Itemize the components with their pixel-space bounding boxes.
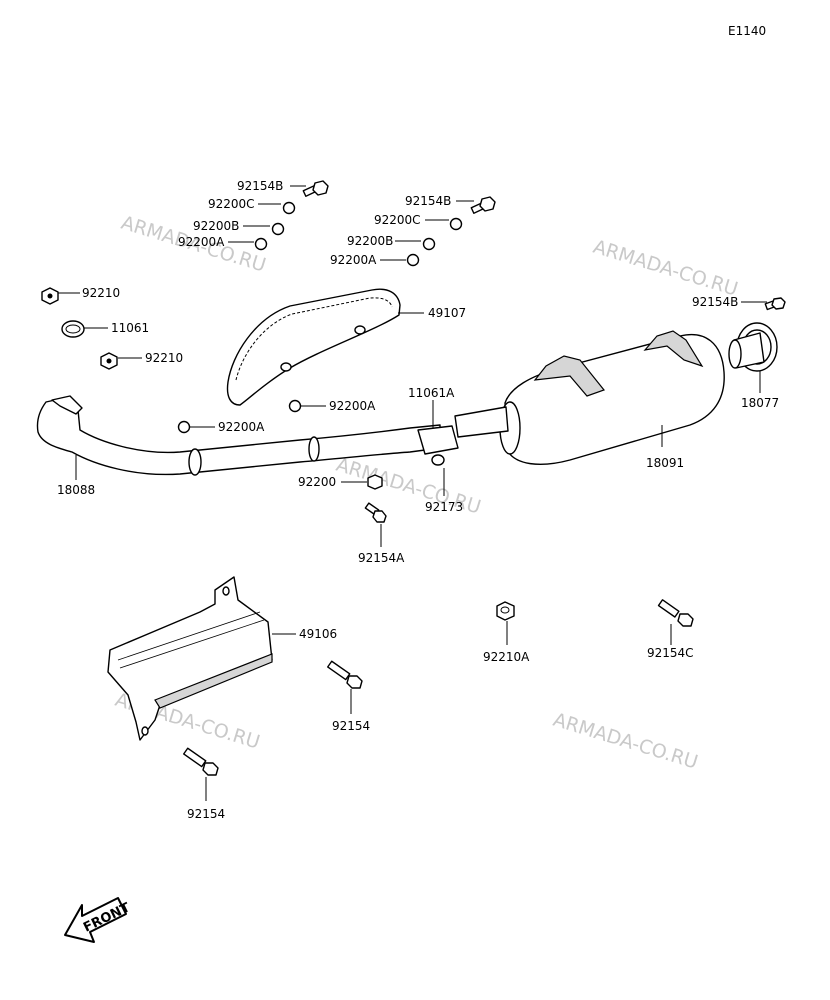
label-92200A-4: 92200A (218, 420, 265, 434)
label-92154C: 92154C (647, 646, 694, 660)
end-cap-18077[interactable] (728, 322, 778, 372)
washer-92200A-4[interactable] (177, 420, 191, 434)
label-92154B-1: 92154B (237, 179, 283, 193)
nut-92210A[interactable] (496, 601, 515, 621)
label-92154B-2: 92154B (405, 194, 451, 208)
watermark-2: ARMADA-CO.RU (591, 236, 741, 301)
label-11061: 11061 (111, 321, 149, 335)
heat-guard-49106[interactable] (107, 576, 273, 741)
label-18077: 18077 (741, 396, 779, 410)
washer-92200B-1[interactable] (271, 222, 285, 236)
washer-92200A-1[interactable] (254, 237, 268, 251)
heat-shield-49107[interactable] (226, 288, 401, 406)
label-18091: 18091 (646, 456, 684, 470)
washer-92200C-2[interactable] (449, 217, 463, 231)
label-92210-1: 92210 (82, 286, 120, 300)
bolt-92154B-1[interactable] (302, 180, 329, 197)
label-92200C-2: 92200C (374, 213, 421, 227)
bolt-92154A[interactable] (364, 502, 387, 523)
washer-92200A-3[interactable] (288, 399, 302, 413)
bolt-92154-2[interactable] (182, 747, 219, 776)
label-11061A: 11061A (408, 386, 455, 400)
bolt-92154C[interactable] (657, 599, 694, 627)
label-92154A: 92154A (358, 551, 405, 565)
washer-92200C-1[interactable] (282, 201, 296, 215)
front-arrow-icon: FRONT (64, 897, 133, 943)
label-49107: 49107 (428, 306, 466, 320)
label-18088: 18088 (57, 483, 95, 497)
label-92200A-3: 92200A (329, 399, 376, 413)
label-92210A: 92210A (483, 650, 530, 664)
washer-92200A-2[interactable] (406, 253, 420, 267)
label-92173: 92173 (425, 500, 463, 514)
label-49106: 49106 (299, 627, 337, 641)
label-92200B-1: 92200B (193, 219, 239, 233)
muffler-18091[interactable] (454, 330, 725, 465)
washer-92200B-2[interactable] (422, 237, 436, 251)
exhaust-pipe-18088[interactable] (36, 395, 459, 476)
label-92200: 92200 (298, 475, 336, 489)
label-92200C-1: 92200C (208, 197, 255, 211)
bolt-92154-1[interactable] (326, 660, 363, 689)
label-92210-2: 92210 (145, 351, 183, 365)
diagram-code: E1140 (728, 24, 766, 38)
label-92200B-2: 92200B (347, 234, 393, 248)
clamp-11061[interactable] (61, 320, 85, 338)
label-92154B-3: 92154B (692, 295, 738, 309)
label-92200A-1: 92200A (178, 235, 225, 249)
label-92200A-2: 92200A (330, 253, 377, 267)
label-92154-1: 92154 (332, 719, 370, 733)
watermark-5: ARMADA-CO.RU (551, 709, 701, 774)
bolt-92154B-2[interactable] (470, 196, 496, 214)
nut-92200[interactable] (367, 474, 383, 490)
label-92154-2: 92154 (187, 807, 225, 821)
bolt-92154B-3[interactable] (764, 297, 786, 311)
